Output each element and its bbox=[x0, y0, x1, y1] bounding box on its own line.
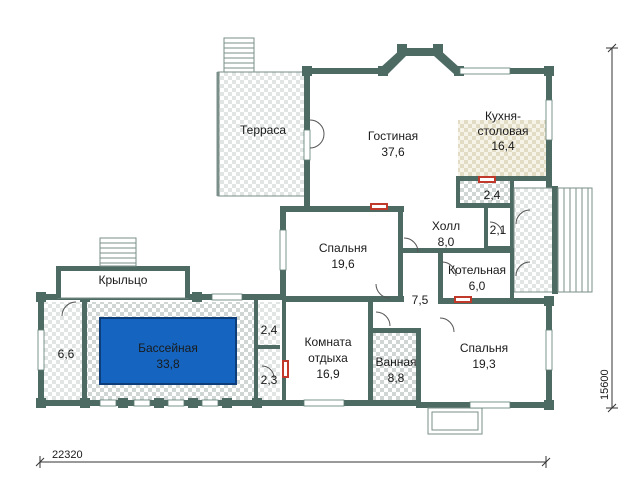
label-hall: Холл bbox=[432, 219, 460, 233]
dimension-height: 15600 bbox=[599, 43, 618, 413]
terrace-stairs bbox=[223, 37, 255, 73]
area-r75: 7,5 bbox=[412, 293, 429, 307]
terrace-area bbox=[216, 37, 307, 197]
area-r21: 2,1 bbox=[490, 223, 507, 237]
windows bbox=[37, 67, 553, 409]
label-bath: Ванная bbox=[375, 355, 416, 369]
area-living: 37,6 bbox=[381, 145, 405, 159]
area-bedroom2: 19,3 bbox=[472, 357, 496, 371]
area-bedroom1: 19,6 bbox=[331, 257, 355, 271]
doors bbox=[61, 119, 531, 379]
area-hall: 8,0 bbox=[438, 235, 455, 249]
label-boiler: Котельная bbox=[448, 263, 506, 277]
area-bath: 8,8 bbox=[388, 371, 405, 385]
label-kitchen-1: Кухня- bbox=[485, 109, 521, 123]
area-r66: 6,6 bbox=[58, 347, 75, 361]
area-r24b: 2,4 bbox=[484, 188, 501, 202]
room-24b-floor bbox=[460, 181, 510, 205]
area-boiler: 6,0 bbox=[469, 279, 486, 293]
area-r23: 2,3 bbox=[261, 373, 278, 387]
dimension-height-label: 15600 bbox=[599, 369, 611, 400]
bath-floor bbox=[373, 332, 418, 400]
label-bedroom1: Спальня bbox=[319, 241, 367, 255]
dimension-width-label: 22320 bbox=[52, 449, 83, 461]
label-rest-2: отдыха bbox=[308, 351, 348, 365]
pool-water bbox=[99, 317, 237, 385]
label-terrace: Терраса bbox=[240, 123, 286, 137]
label-kitchen-2: столовая bbox=[478, 124, 529, 138]
area-r24a: 2,4 bbox=[261, 323, 278, 337]
right-entrance bbox=[513, 186, 593, 294]
porch bbox=[56, 237, 190, 299]
bedroom1-floor bbox=[284, 210, 400, 296]
dimension-width: 22320 bbox=[35, 449, 551, 468]
label-living: Гостиная bbox=[368, 129, 418, 143]
area-pool: 33,8 bbox=[156, 357, 180, 371]
label-rest-1: Комната bbox=[305, 335, 352, 349]
label-bedroom2: Спальня bbox=[460, 341, 508, 355]
boiler-floor bbox=[443, 253, 510, 300]
area-kitchen: 16,4 bbox=[491, 139, 515, 153]
radiators bbox=[282, 176, 496, 378]
area-rest: 16,9 bbox=[316, 367, 340, 381]
kitchen-floor bbox=[458, 120, 546, 178]
label-porch: Крыльцо bbox=[99, 273, 148, 287]
label-pool: Бассейная bbox=[138, 341, 198, 355]
